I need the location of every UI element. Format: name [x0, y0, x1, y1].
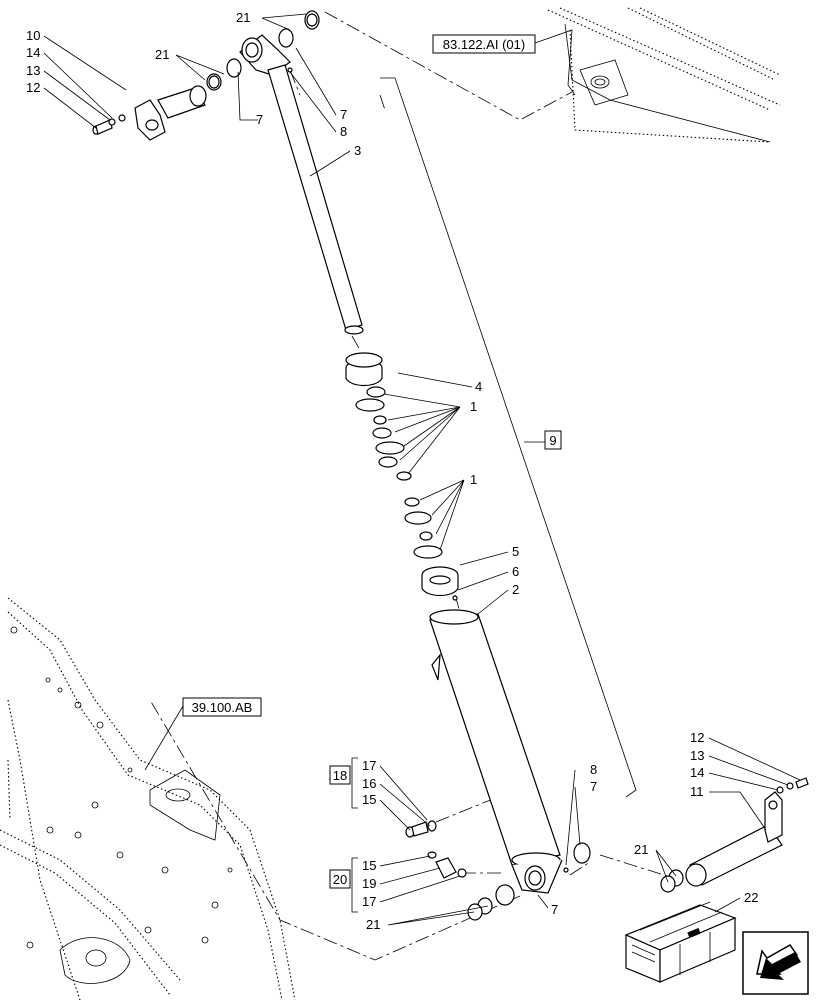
callout-15-a: 15	[362, 792, 376, 807]
callout-13-left: 13	[26, 63, 40, 78]
callout-3: 3	[354, 143, 361, 158]
callout-10: 10	[26, 28, 40, 43]
piston-head-and-seals	[345, 352, 443, 559]
callout-14-right: 14	[690, 765, 704, 780]
callout-4: 4	[475, 379, 482, 394]
callout-6: 6	[512, 564, 519, 579]
upper-pin-assembly	[92, 10, 320, 141]
group-18-bracket	[351, 757, 358, 809]
callout-box-18: 18	[329, 765, 351, 785]
callout-19: 19	[362, 876, 376, 891]
callout-17-b: 17	[362, 894, 376, 909]
callout-7-lower-right: 7	[590, 779, 597, 794]
reference-box-83-122[interactable]: 83.122.AI (01)	[432, 34, 536, 54]
callout-numbers: 21 10 14 13 12 21 7 8 7 3 4 1 1 5 6 2 12…	[26, 10, 758, 932]
callout-12-left: 12	[26, 80, 40, 95]
callout-21-lower: 21	[366, 917, 380, 932]
callout-13-right: 13	[690, 748, 704, 763]
callout-21-top: 21	[236, 10, 250, 25]
nav-arrow-button[interactable]	[742, 931, 809, 995]
callout-5: 5	[512, 544, 519, 559]
frame-structure-top-right	[547, 7, 781, 143]
callout-8-upper: 8	[340, 124, 347, 139]
callout-11: 11	[690, 784, 704, 799]
assembly-lines	[149, 11, 681, 961]
reference-box-39-100[interactable]: 39.100.AB	[182, 697, 262, 717]
lower-pin-assembly	[685, 777, 809, 887]
arrow-down-left-icon	[756, 944, 801, 980]
callout-1-lower: 1	[470, 472, 477, 487]
callout-21-right: 21	[634, 842, 648, 857]
callout-9: 9	[549, 433, 556, 448]
callout-7-bottom: 7	[551, 902, 558, 917]
callout-1-upper: 1	[470, 399, 477, 414]
callout-22: 22	[744, 890, 758, 905]
callout-21-left: 21	[155, 47, 169, 62]
piston-rod	[239, 34, 364, 335]
callout-14-left: 14	[26, 45, 40, 60]
callout-12-right: 12	[690, 730, 704, 745]
callout-17-a: 17	[362, 758, 376, 773]
callout-2: 2	[512, 582, 519, 597]
bracket-9-line	[380, 77, 637, 798]
callout-8-lower: 8	[590, 762, 597, 777]
frame-structure-bottom-left	[0, 597, 296, 1000]
callout-16: 16	[362, 776, 376, 791]
callout-box-9: 9	[544, 430, 562, 450]
fitting-kit-20	[427, 851, 467, 879]
callout-18: 18	[333, 768, 347, 783]
callout-7-upper-left: 7	[256, 112, 263, 127]
callout-7-upper-right: 7	[340, 107, 347, 122]
lower-bushings	[467, 842, 684, 921]
callout-box-20: 20	[329, 869, 351, 889]
fitting-kit-18	[405, 820, 437, 838]
gland-assembly	[421, 566, 459, 601]
kit-box	[624, 901, 737, 983]
cylinder-barrel	[429, 609, 569, 894]
group-20-bracket	[351, 857, 358, 913]
reference-label-83-122[interactable]: 83.122.AI (01)	[443, 37, 525, 52]
reference-label-39-100[interactable]: 39.100.AB	[192, 700, 253, 715]
callout-15-b: 15	[362, 858, 376, 873]
callout-20: 20	[333, 872, 347, 887]
leader-lines	[43, 13, 801, 926]
